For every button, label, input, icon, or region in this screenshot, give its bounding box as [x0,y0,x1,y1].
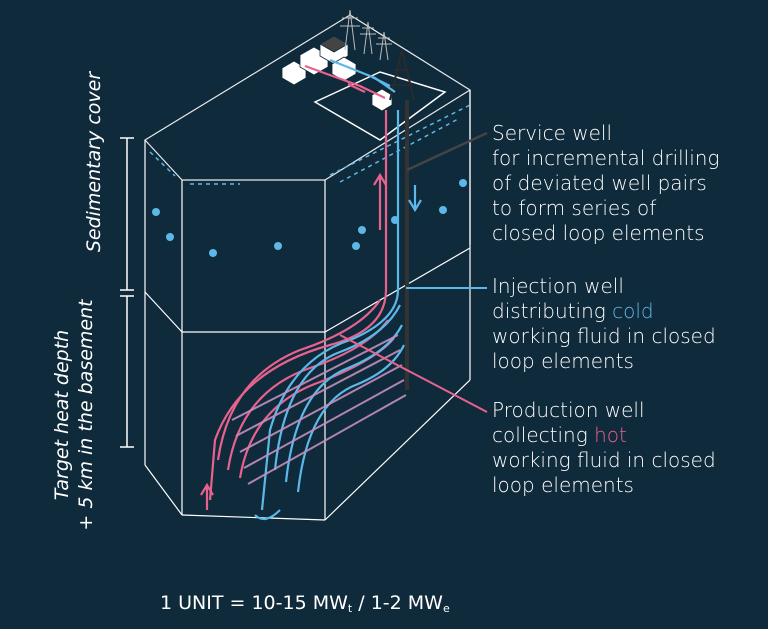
fluid-dot [152,208,160,216]
cold-arrow-bottom [254,509,281,521]
formula-sub-electric: e [442,602,450,615]
block-bottom-right [324,379,471,521]
fluid-dot [274,242,282,250]
fluid-dot [352,242,360,250]
basement-boundary [144,247,471,333]
hot-up-arrow-bottom [200,482,214,510]
fluid-dot [166,233,174,241]
pylon [360,21,376,55]
production-well-callout: Production well collecting hot working f… [492,398,762,498]
fluid-dot [391,216,399,224]
flow-arrows [200,75,422,521]
block-bottom-left [144,464,183,516]
loop-connection [247,394,407,485]
sedimentary-bracket [120,137,134,291]
production-loop [216,299,381,461]
sediment-dashes [149,104,471,185]
formula-sub-thermal: t [347,602,353,615]
hot-highlight: hot [594,423,627,447]
fluid-dot [439,206,447,214]
fluid-dot [358,226,366,234]
power-pylons [340,9,392,61]
production-well-vertical [208,110,388,501]
target-line1: Target heat depth [51,329,73,501]
cold-highlight: cold [612,299,654,323]
service-well-callout: Service well for incremental drilling of… [492,121,762,246]
sedimentary-text: Sedimentary cover [83,71,105,253]
injection-line2-pre: distributing [492,299,613,323]
hot-up-arrow [373,172,387,230]
block-top-face [144,14,471,181]
target-depth-label: Target heat depth + 5 km in the basement [50,270,98,560]
hot-surface-arrow [347,83,366,93]
power-plant-buildings [281,35,393,112]
injection-loop [273,304,401,471]
service-line: to form series of [492,196,657,220]
unit-formula: 1 UNIT = 10-15 MWt / 1-2 MWe [160,592,450,615]
building-roof [319,35,349,53]
production-line3: working fluid in closed [492,448,716,472]
production-line1: Production well [492,398,645,422]
pylon [340,9,360,51]
production-well [208,110,395,501]
cold-surface-arrow [369,75,391,87]
sediment-dash [329,104,471,176]
pylon [376,31,392,61]
service-line: for incremental drilling [492,146,720,170]
loop-connections [231,334,407,485]
sediment-dash [149,151,176,177]
production-line2-pre: collecting [492,423,595,447]
injection-line3: working fluid in closed [492,324,716,348]
loop-connection [235,349,401,437]
injection-line1: Injection well [492,274,624,298]
drilling-rig [389,49,415,101]
rig-derrick [389,49,415,101]
block-bottom-front [181,514,326,521]
production-loop [226,319,389,471]
fluid-dot [209,249,217,257]
cold-down-arrow [408,185,422,213]
production-line4: loop elements [492,473,634,497]
basement-bracket [120,295,134,448]
loop-connection [231,334,399,421]
surface-pipe-hot [304,64,386,99]
formula-prefix: 1 UNIT = 10-15 MW [160,592,348,614]
formula-middle: / 1-2 MW [352,592,443,614]
surface-site-frame [313,71,447,141]
injection-loop [284,324,403,483]
service-line: Service well [492,121,613,145]
fluid-dots [152,179,467,257]
sedimentary-label: Sedimentary cover [82,62,106,262]
injection-line2: distributing cold [492,299,762,324]
target-line2: + 5 km in the basement [75,299,97,531]
sediment-dash [339,117,461,183]
fluid-dot [459,179,467,187]
loop-connection [239,364,403,453]
service-leader [406,131,488,172]
injection-well-callout: Injection well distributing cold working… [492,274,762,374]
depth-brackets [120,137,134,448]
production-leader [339,334,488,413]
injection-well-vertical [260,110,400,511]
loop-connection [243,379,405,469]
service-line: closed loop elements [492,221,705,245]
injection-line4: loop elements [492,349,634,373]
service-line: of deviated well pairs [492,171,707,195]
production-line2: collecting hot [492,423,762,448]
